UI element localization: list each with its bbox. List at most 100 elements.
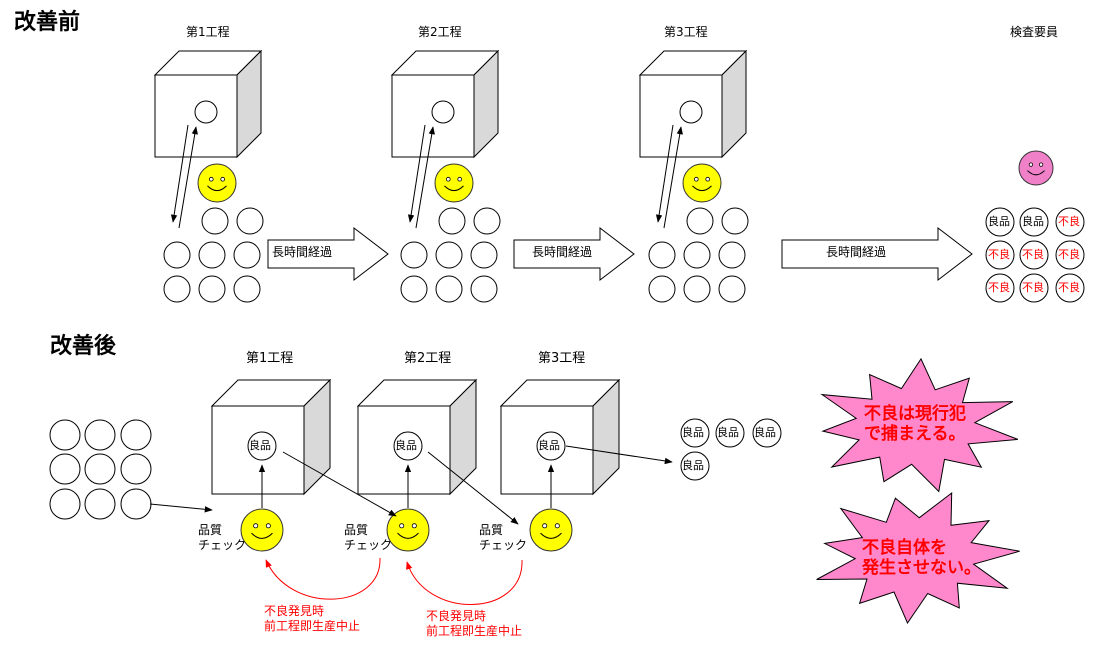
before-fetch-arrow-1: [170, 124, 189, 223]
after-input-part: [49, 453, 81, 485]
burst-prevent-defects: [816, 491, 1020, 625]
inspection-result-label: 不良: [1058, 248, 1080, 261]
after-stop-feedback-2: [406, 559, 523, 605]
before-delay-label-1: 長時間経過: [272, 245, 333, 259]
before-part: [721, 207, 749, 235]
after-station-good-1: [247, 431, 277, 461]
before-part: [198, 241, 226, 269]
after-station-label-1: 第1工程: [246, 351, 294, 366]
after-checker-smiley-2: [386, 508, 430, 552]
before-worker-smiley-3: [682, 163, 722, 203]
before-part: [470, 275, 498, 303]
burst-catch-in-act: [820, 357, 1019, 493]
after-input-part: [49, 488, 81, 520]
after-output-label: 良品: [717, 426, 739, 439]
after-output-circle: [680, 418, 710, 448]
before-part: [470, 241, 498, 269]
inspection-result-label: 不良: [988, 248, 1010, 261]
before-part: [438, 207, 466, 235]
before-part: [435, 241, 463, 269]
before-part: [648, 241, 676, 269]
after-input-part: [84, 419, 116, 451]
before-part: [201, 207, 229, 235]
before-part: [163, 241, 191, 269]
before-fetch-arrow-2: [407, 124, 426, 223]
inspection-result-label: 良品: [1022, 215, 1044, 228]
inspection-result-label: 不良: [1022, 248, 1044, 261]
after-check-label-1: 品質 チェック: [198, 523, 247, 552]
burst-text-2: 不良自体を 発生させない。: [862, 538, 981, 579]
before-station-part-3: [679, 100, 703, 124]
before-part: [233, 241, 261, 269]
after-stop-feedback-1: [265, 557, 381, 600]
before-part: [683, 275, 711, 303]
before-station-label-3: 第3工程: [664, 25, 708, 39]
before-inspector-smiley: [1018, 150, 1054, 186]
before-return-arrow-3: [663, 126, 683, 229]
before-return-arrow-2: [415, 126, 435, 229]
inspection-result-circle: [985, 240, 1015, 270]
before-part: [236, 207, 264, 235]
inspection-result-circle: [1055, 240, 1085, 270]
before-delay-arrow-3: [781, 226, 973, 282]
before-part: [648, 275, 676, 303]
inspection-result-circle: [1055, 273, 1085, 303]
before-part: [198, 275, 226, 303]
inspection-result-circle: [1055, 207, 1085, 237]
after-input-part: [84, 488, 116, 520]
before-part: [400, 241, 428, 269]
before-inspector-label: 検査要員: [1010, 25, 1059, 39]
before-station-box-2: [390, 49, 500, 159]
after-check-label-2: 品質 チェック: [344, 523, 393, 552]
after-station-label-2: 第2工程: [404, 351, 452, 366]
before-part: [435, 275, 463, 303]
before-return-arrow-1: [178, 126, 198, 229]
after-station-good-label-3: 良品: [538, 439, 560, 452]
inspection-result-label: 不良: [1058, 281, 1080, 294]
inspection-result-circle: [1019, 240, 1049, 270]
before-worker-smiley-1: [197, 163, 237, 203]
before-station-label-1: 第1工程: [186, 25, 230, 39]
after-handoff-arrow-2: [427, 451, 519, 525]
inspection-result-circle: [985, 273, 1015, 303]
before-part: [683, 241, 711, 269]
before-part: [686, 207, 714, 235]
before-worker-smiley-2: [434, 163, 474, 203]
after-station-good-3: [536, 431, 566, 461]
after-stop-note-1: 不良発見時 前工程即生産中止: [264, 604, 361, 633]
after-output-circle: [752, 418, 782, 448]
after-output-circle: [715, 418, 745, 448]
after-station-good-2: [393, 431, 423, 461]
inspection-result-label: 良品: [988, 215, 1010, 228]
before-fetch-arrow-3: [655, 124, 674, 223]
before-part: [718, 275, 746, 303]
before-delay-label-2: 長時間経過: [532, 245, 593, 259]
after-station-box-3: [499, 378, 621, 496]
before-delay-label-3: 長時間経過: [826, 245, 887, 259]
after-checker-smiley-1: [240, 508, 284, 552]
before-part: [163, 275, 191, 303]
after-stop-note-2: 不良発見時 前工程即生産中止: [426, 609, 523, 638]
after-station-box-1: [210, 378, 332, 496]
after-output-label: 良品: [754, 426, 776, 439]
before-part: [400, 275, 428, 303]
after-input-part: [120, 488, 152, 520]
burst-text-1: 不良は現行犯 で捕まえる。: [864, 404, 966, 445]
before-delay-arrow-1: [267, 226, 389, 282]
after-input-part: [120, 453, 152, 485]
before-delay-arrow-2: [513, 226, 635, 282]
after-station-good-label-1: 良品: [249, 439, 271, 452]
after-station-good-label-2: 良品: [395, 439, 417, 452]
after-input-part: [120, 419, 152, 451]
after-handoff-arrow-1: [282, 451, 397, 517]
inspection-result-label: 不良: [1022, 281, 1044, 294]
before-station-label-2: 第2工程: [418, 25, 462, 39]
after-input-part: [49, 419, 81, 451]
inspection-result-circle: [985, 207, 1015, 237]
before-station-part-1: [194, 100, 218, 124]
before-station-part-2: [431, 100, 455, 124]
after-output-arrow: [565, 445, 673, 465]
after-output-label: 良品: [682, 459, 704, 472]
after-checker-smiley-3: [529, 508, 573, 552]
